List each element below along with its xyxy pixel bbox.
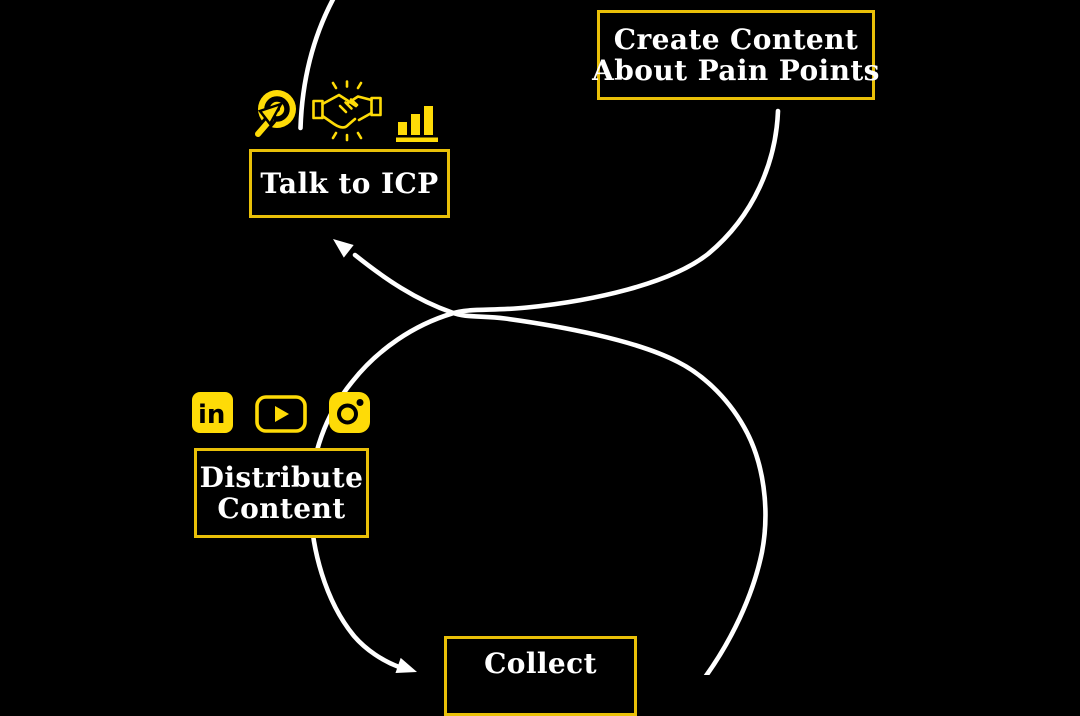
talk-icp-icon-row — [250, 80, 454, 142]
node-distribute-line1: Distribute — [199, 460, 364, 494]
flywheel-curves — [298, 0, 781, 675]
youtube-icon — [255, 395, 307, 433]
node-create-content: Create Content About Pain Points — [592, 10, 879, 100]
bar-chart-icon — [396, 106, 438, 142]
linkedin-icon: in — [192, 392, 233, 433]
arrowhead-to-collect — [395, 657, 417, 674]
curve-top-arc — [298, 0, 336, 131]
node-collect-label: Collect — [484, 647, 597, 680]
arrowhead-to-talkicp — [333, 239, 354, 258]
node-distribute-line2: Content — [217, 492, 346, 525]
node-talk-icp-label: Talk to ICP — [260, 166, 439, 200]
node-collect: Collect — [444, 636, 637, 716]
node-talk-icp: Talk to ICP — [249, 149, 450, 218]
click-target-icon — [252, 90, 296, 140]
distribute-icon-row: in — [192, 391, 392, 433]
svg-text:in: in — [198, 400, 225, 430]
node-create-content-line2: About Pain Points — [592, 54, 880, 87]
instagram-icon — [329, 392, 370, 433]
node-distribute-content: Distribute Content — [194, 448, 369, 538]
node-create-content-line1: Create Content — [613, 22, 859, 56]
handshake-icon — [312, 80, 382, 142]
curve-create-to-collect — [308, 108, 781, 670]
flywheel-diagram-canvas: { "diagram": { "title": "Content flywhee… — [192, 0, 880, 716]
curve-collect-to-talkicp — [352, 252, 768, 675]
